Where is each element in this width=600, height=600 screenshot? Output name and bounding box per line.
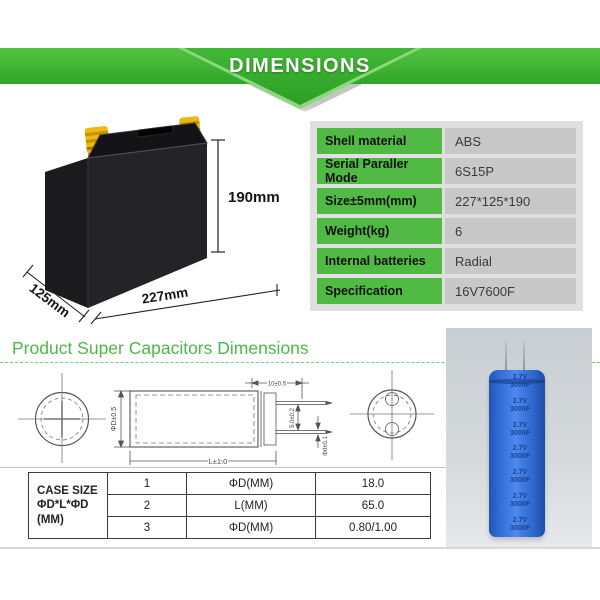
battery-height-dimension <box>211 139 225 253</box>
spec-label: Weight(kg) <box>317 218 442 244</box>
terminal-circle-top <box>385 392 399 406</box>
terminal-circle-bottom <box>385 422 399 436</box>
section-heading: Product Super Capacitors Dimensions <box>12 338 309 358</box>
capacitor-print: 2.7V 3000F <box>510 421 530 437</box>
case-header-line: CASE SIZE <box>37 484 98 497</box>
bottom-divider <box>0 547 600 549</box>
dim-lead-length-lines <box>245 378 309 399</box>
table-row: 2 L(MM) 65.0 <box>29 494 431 517</box>
spec-row: Internal batteries Radial <box>317 248 576 274</box>
spec-label: Size±5mm(mm) <box>317 188 442 214</box>
capacitor-lead-left <box>505 340 507 371</box>
spec-value: ABS <box>445 128 576 154</box>
dim-diameter-lines <box>114 389 130 449</box>
divider-line <box>0 467 446 468</box>
battery-illustration: 190mm 227mm 125mm <box>22 116 281 325</box>
capacitor-leads <box>275 400 333 435</box>
battery-height-label: 190mm <box>228 189 280 206</box>
capacitor-print: 2.7V 3000F <box>510 373 530 389</box>
spec-label: Specification <box>317 278 442 304</box>
row-number: 1 <box>107 472 187 495</box>
spec-row: Shell material ABS <box>317 128 576 154</box>
spec-label: Serial Paraller Mode <box>317 157 442 185</box>
spec-row: Specification 16V7600F <box>317 278 576 304</box>
row-parameter: L(MM) <box>186 494 316 517</box>
capacitor-print: 2.7V 3000F <box>510 469 530 485</box>
capacitor-print: 2.7V 3000F <box>510 493 530 509</box>
capacitor-technical-drawing: ΦD±0.5 L±1.0 10±0.5 5.0±0.2 Φd±0.1 <box>18 370 434 467</box>
dim-length-label: L±1.0 <box>209 457 228 466</box>
capacitor-body: 2.7V 3000F 2.7V 3000F 2.7V 3000F 2.7V 30… <box>489 370 545 537</box>
dim-lead-diameter-lines <box>315 416 321 448</box>
battery-depth-dimension <box>22 264 90 323</box>
spec-value: Radial <box>445 248 576 274</box>
case-header-line: ΦD*L*ΦD <box>37 499 89 512</box>
spec-row: Size±5mm(mm) 227*125*190 <box>317 188 576 214</box>
spec-row: Weight(kg) 6 <box>317 218 576 244</box>
battery-width-dimension <box>90 284 281 325</box>
dim-diameter-label: ΦD±0.5 <box>111 407 118 431</box>
capacitor-print: 2.7V 3000F <box>510 445 530 461</box>
table-row: CASE SIZE ΦD*L*ΦD (MM) 1 ΦD(MM) 18.0 <box>28 472 431 539</box>
row-value: 0.80/1.00 <box>315 516 431 539</box>
spec-value: 227*125*190 <box>445 188 576 214</box>
banner-title: DIMENSIONS <box>229 54 371 77</box>
row-value: 18.0 <box>315 472 431 495</box>
spec-label: Internal batteries <box>317 248 442 274</box>
spec-row: Serial Paraller Mode 6S15P <box>317 157 576 185</box>
row-parameter: ΦD(MM) <box>186 472 316 495</box>
battery-left-face <box>45 158 88 308</box>
capacitor-lead-right <box>523 340 525 371</box>
dim-lead-spacing-label: 5.0±0.2 <box>290 407 296 428</box>
dim-length-lines <box>129 451 277 465</box>
case-size-table: CASE SIZE ΦD*L*ΦD (MM) 1 ΦD(MM) 18.0 2 L… <box>28 472 431 539</box>
capacitor-print: 2.7V 3000F <box>510 516 530 532</box>
case-size-header: CASE SIZE ΦD*L*ΦD (MM) <box>28 472 108 539</box>
dashed-divider <box>0 362 600 363</box>
spec-value: 6 <box>445 218 576 244</box>
battery-vent-slot <box>136 125 174 138</box>
dim-lead-spacing-lines <box>295 403 301 432</box>
battery-width-label: 227mm <box>141 284 189 306</box>
row-number: 2 <box>107 494 187 517</box>
case-header-line: (MM) <box>37 513 64 526</box>
row-parameter: ΦD(MM) <box>186 516 316 539</box>
dim-lead-diameter-label: Φd±0.1 <box>323 435 329 455</box>
table-row: 3 ΦD(MM) 0.80/1.00 <box>29 516 431 539</box>
row-value: 65.0 <box>315 494 431 517</box>
capacitor-print: 2.7V 3000F <box>510 397 530 413</box>
dim-lead-length-label: 10±0.5 <box>268 382 287 388</box>
spec-value: 6S15P <box>445 158 576 184</box>
spec-label: Shell material <box>317 128 442 154</box>
row-number: 3 <box>107 516 187 539</box>
spec-value: 16V7600F <box>445 278 576 304</box>
capacitor-crimp-ring <box>489 379 545 384</box>
battery-front-face <box>88 143 207 308</box>
spec-table: Shell material ABS Serial Paraller Mode … <box>310 121 583 311</box>
cylinder-body <box>129 390 259 448</box>
capacitor-photo: 2.7V 3000F 2.7V 3000F 2.7V 3000F 2.7V 30… <box>446 328 592 547</box>
